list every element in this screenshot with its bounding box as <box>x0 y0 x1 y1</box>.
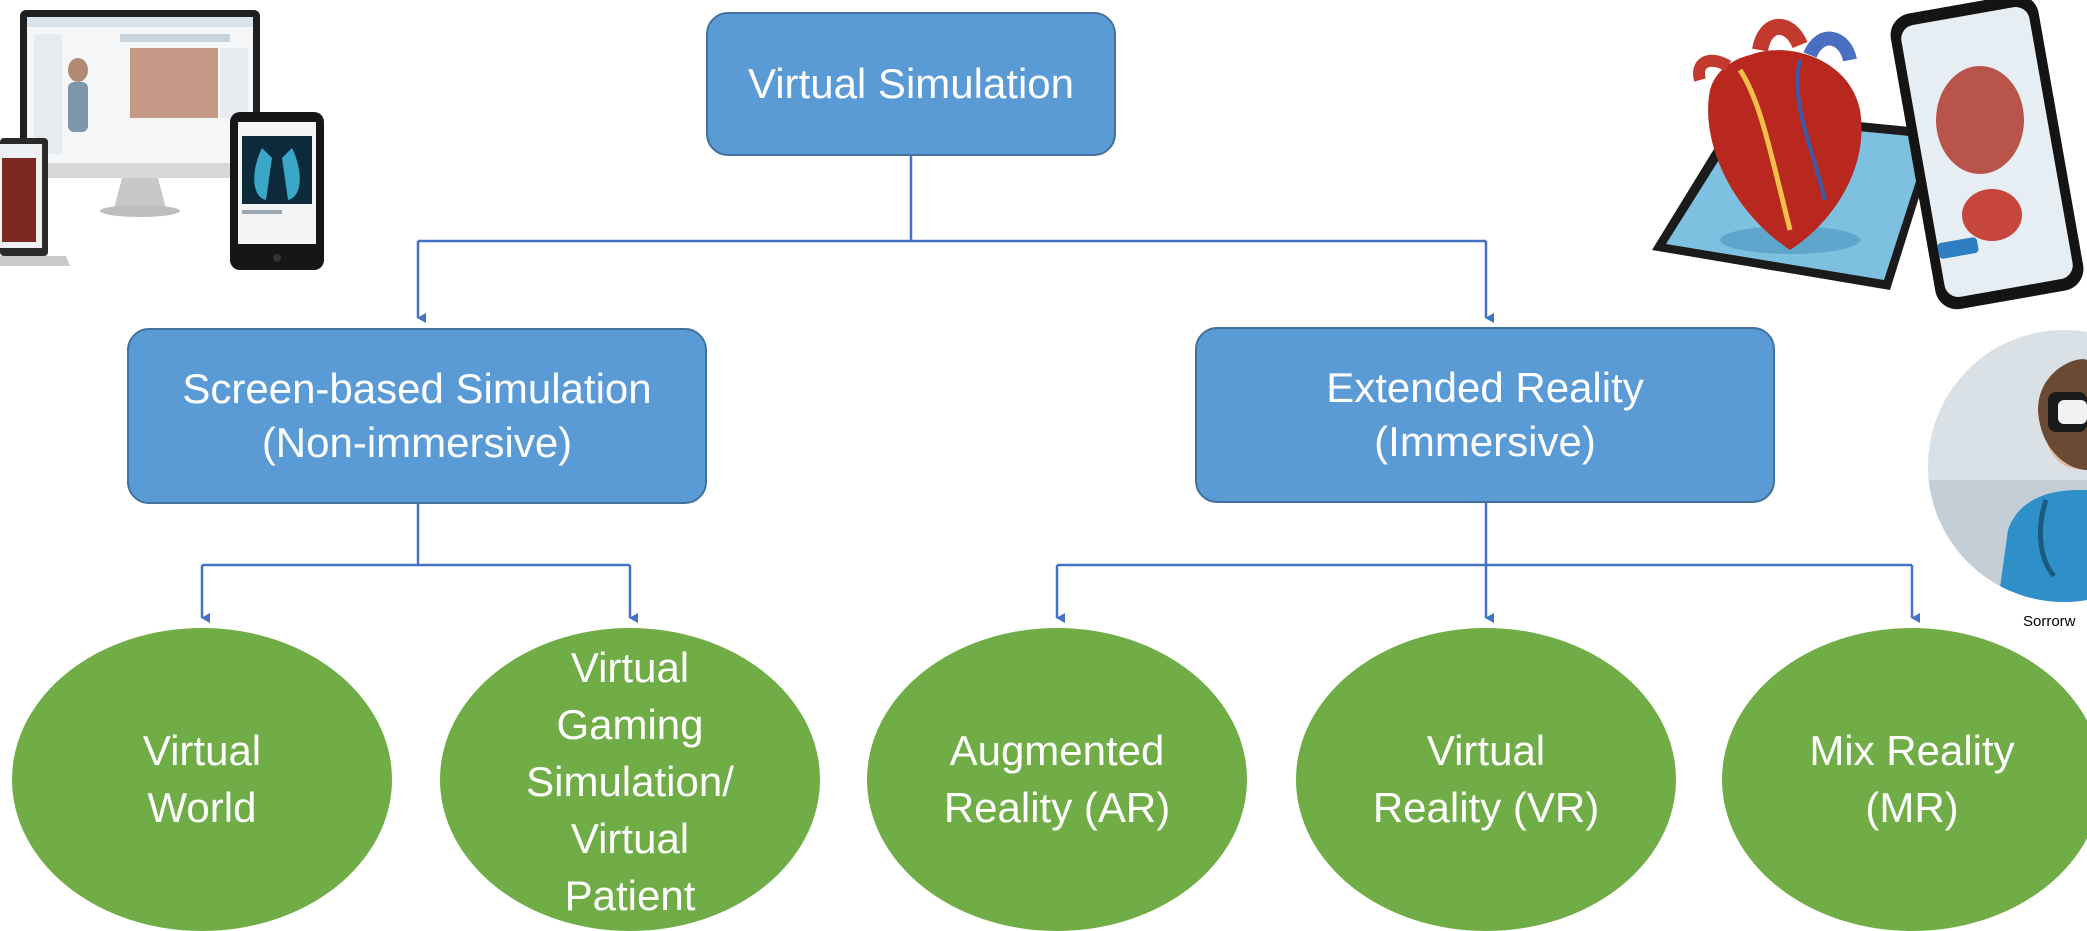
node-label: Extended Reality (Immersive) <box>1326 364 1644 465</box>
leaf-virtual-reality: Virtual Reality (VR) <box>1296 628 1676 931</box>
root-node-label: Virtual Simulation <box>747 60 1075 108</box>
image-caption: Sorrorw <box>2023 613 2076 630</box>
devices-screenshot-image <box>0 10 324 270</box>
leaf-virtual-world: Virtual World <box>12 628 392 931</box>
leaf-label: Virtual Reality (VR) <box>1372 726 1600 831</box>
root-node-virtual-simulation: Virtual Simulation <box>706 12 1116 156</box>
nurse-vr-headset-image <box>1928 330 2087 602</box>
heart-tablet-phone-image <box>1652 0 2084 310</box>
node-screen-based-simulation: Screen-based Simulation (Non-immersive) <box>127 328 707 504</box>
leaf-virtual-gaming-simulation: Virtual Gaming Simulation/ Virtual Patie… <box>440 628 820 931</box>
leaf-label: Augmented Reality (AR) <box>943 726 1171 831</box>
leaf-mix-reality: Mix Reality (MR) <box>1722 628 2087 931</box>
leaf-augmented-reality: Augmented Reality (AR) <box>867 628 1247 931</box>
node-label: Screen-based Simulation (Non-immersive) <box>182 365 652 466</box>
node-extended-reality: Extended Reality (Immersive) <box>1195 327 1775 503</box>
leaf-label: Mix Reality (MR) <box>1809 726 2015 831</box>
leaf-label: Virtual Gaming Simulation/ Virtual Patie… <box>526 643 734 920</box>
leaf-label: Virtual World <box>142 726 262 831</box>
